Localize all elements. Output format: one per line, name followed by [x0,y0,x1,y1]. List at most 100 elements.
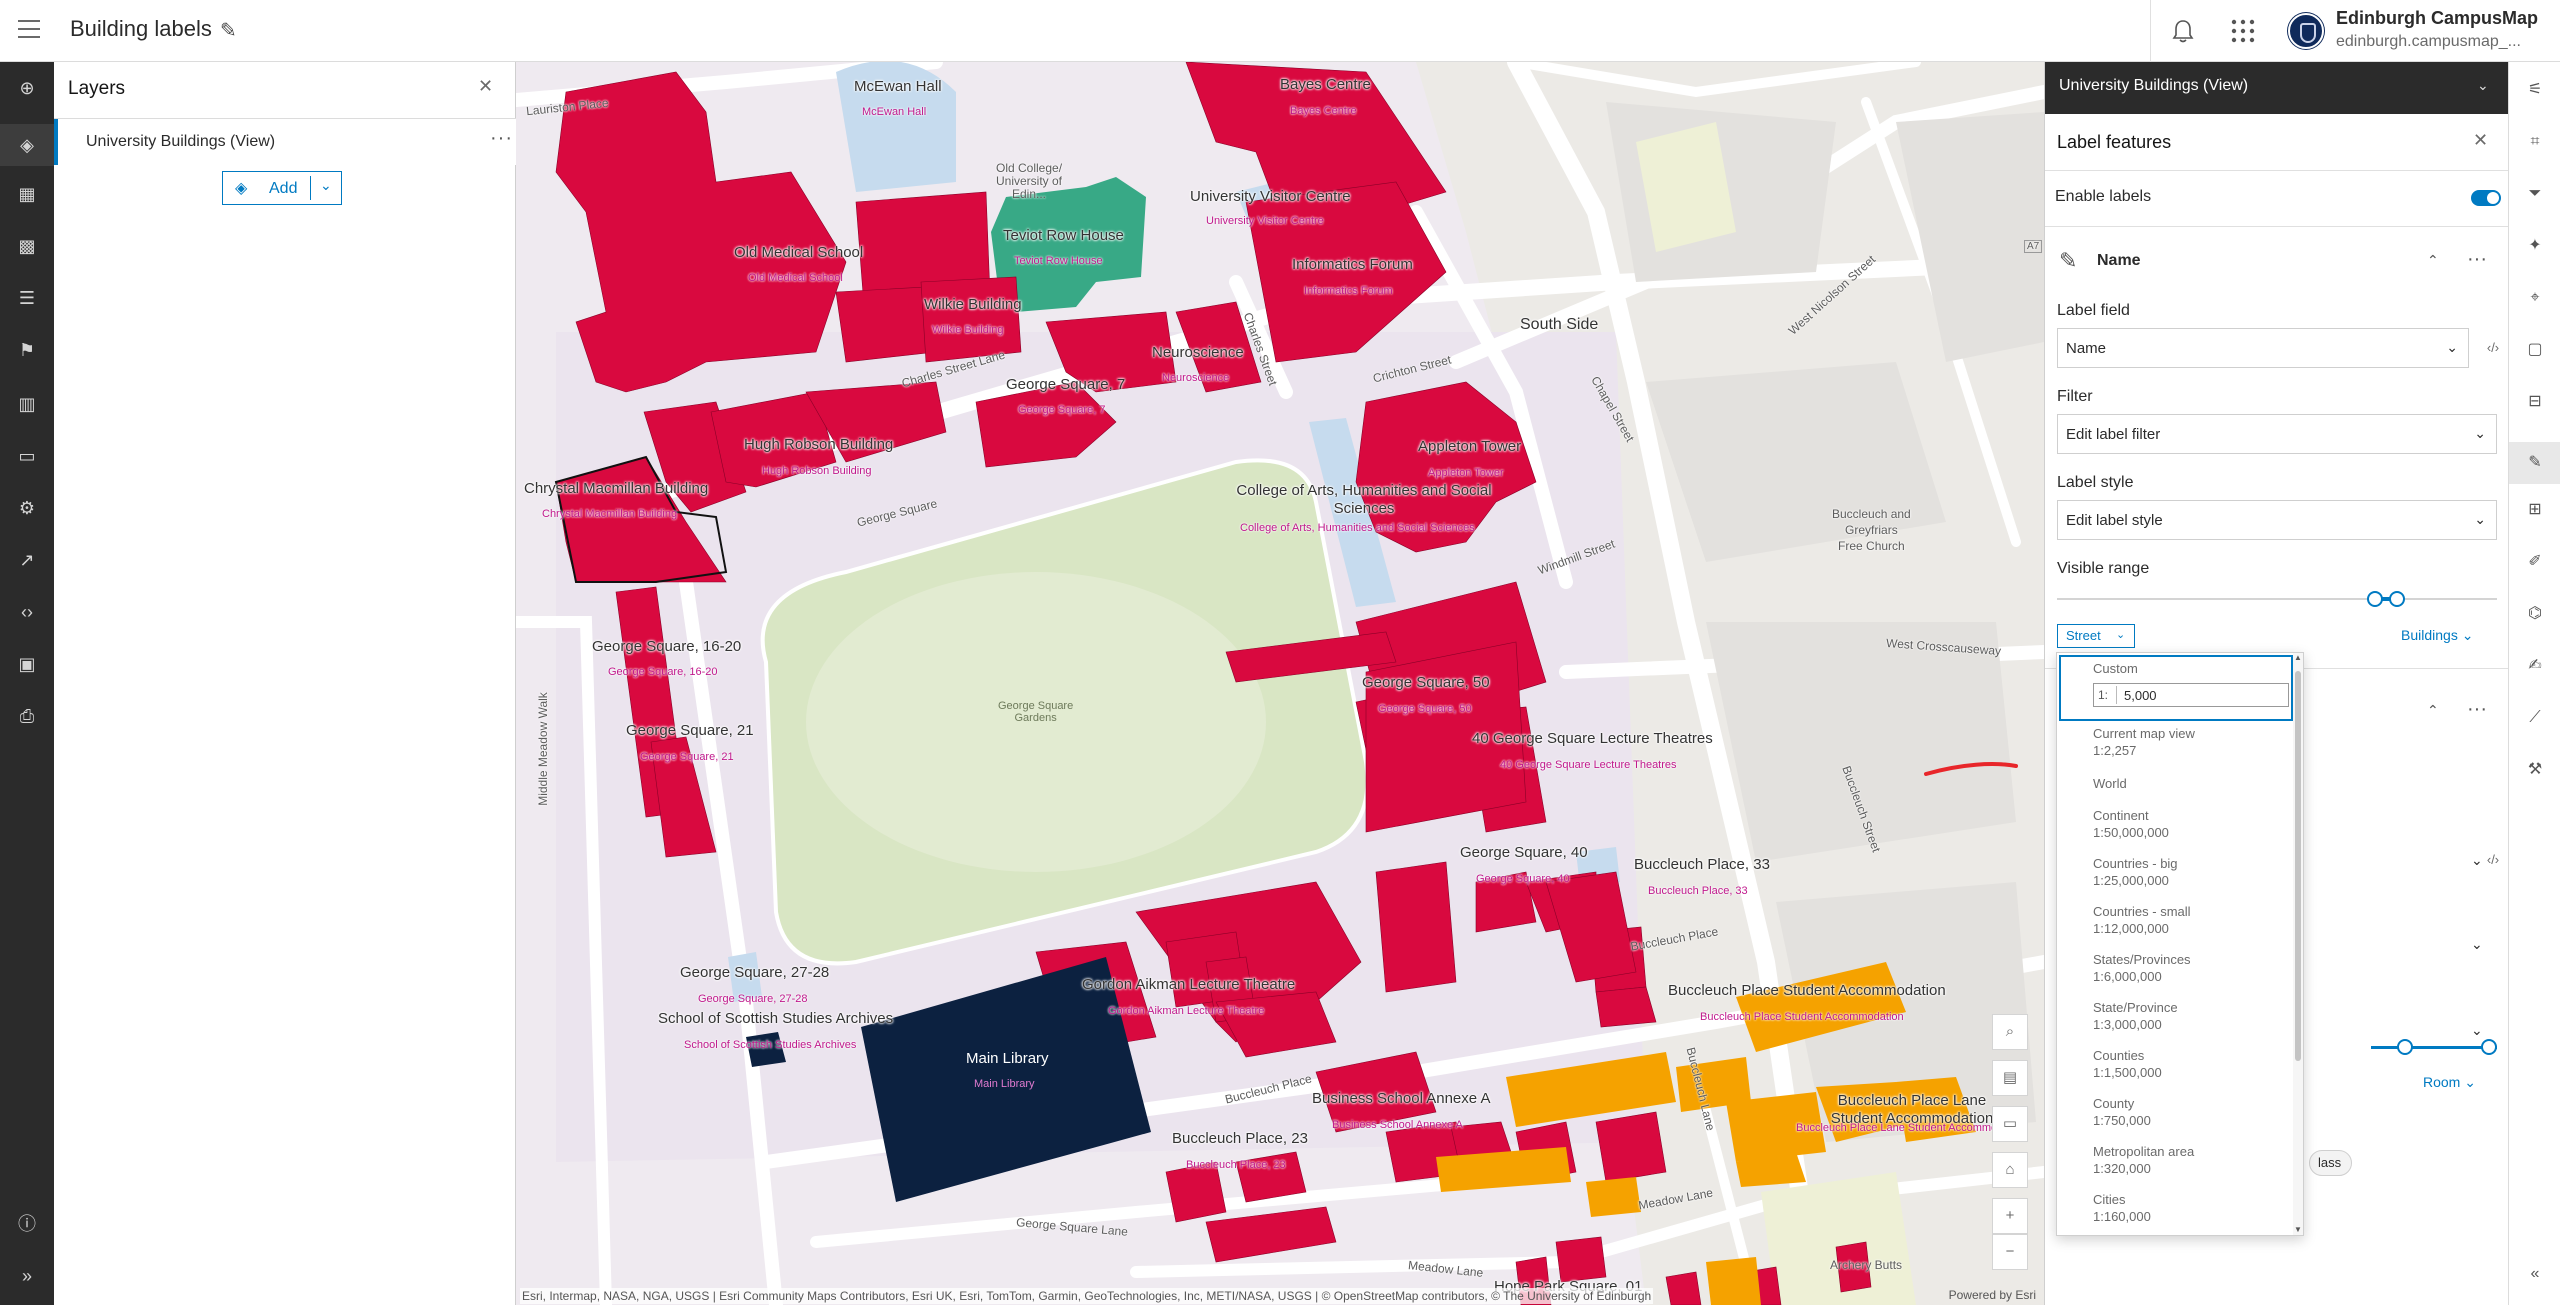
scroll-up-icon[interactable]: ▲ [2294,653,2302,662]
expand-icon[interactable]: » [21,1266,32,1286]
range-min-select[interactable]: Street ⌄ [2057,624,2135,648]
chevron-down-icon[interactable]: ⌄ [2471,1022,2483,1038]
bookmarks-icon[interactable]: ⚑ [18,340,36,360]
chevron-down-icon[interactable]: ⌄ [2471,936,2483,952]
filter-icon[interactable]: ⏷ [2528,185,2542,202]
labels-icon[interactable]: ✎ [2509,442,2560,484]
layer-list-icon[interactable]: ▤ [1992,1060,2028,1096]
edit-icon[interactable]: ✍ [2528,657,2542,674]
add-label-class-chip[interactable]: lass [2309,1150,2353,1176]
add-layer-icon[interactable]: ⊕ [19,78,35,98]
filter-select[interactable]: Edit label filter ⌄ [2057,414,2497,454]
more-options-icon[interactable]: ··· [490,127,513,149]
zoom-out-icon[interactable]: − [1992,1234,2028,1270]
analysis-icon[interactable]: ⌬ [2528,605,2542,622]
chevron-down-icon: ⌄ [2116,629,2126,641]
custom-scale-option[interactable]: Custom 1: 5,000 [2059,655,2293,721]
settings-icon[interactable]: ⚙ [18,498,36,518]
close-icon[interactable]: ✕ [478,76,494,96]
layer-item[interactable]: University Buildings (View) ··· [54,119,516,165]
menu-icon[interactable] [18,20,40,40]
org-name[interactable]: Edinburgh CampusMap [2336,8,2538,28]
range-min-handle-2[interactable] [2397,1039,2413,1055]
panel-layer-header[interactable]: University Buildings (View) ⌄ [2045,62,2509,114]
range-max-handle[interactable] [2389,591,2405,607]
chevron-down-icon[interactable]: ⌄ [2477,77,2489,93]
measure-icon[interactable]: ⟋ [2529,709,2541,726]
app-templates-icon[interactable]: ▣ [18,654,36,674]
range-max-select[interactable]: Buildings ⌄ [2401,627,2474,643]
map-label: George Square, 21 [626,722,754,739]
app-launcher-icon[interactable] [2230,18,2256,44]
label-style-select[interactable]: Edit label style ⌄ [2057,500,2497,540]
screen-icon[interactable]: ▭ [1992,1106,2028,1142]
popups-icon[interactable]: ▢ [2527,341,2543,358]
add-layer-button[interactable]: ◈ Add ⌄ [222,171,342,205]
charts-icon[interactable]: ▥ [18,394,36,414]
notifications-icon[interactable] [2168,16,2198,46]
org-url[interactable]: edinburgh.campusmap_... [2336,33,2521,50]
avatar[interactable] [2288,13,2324,49]
map-view[interactable]: McEwan Hall McEwan Hall Bayes Centre Bay… [516,62,2044,1305]
zoom-in-icon[interactable]: + [1992,1198,2028,1234]
range-min-handle[interactable] [2367,591,2383,607]
layers-panel: Layers ✕ University Buildings (View) ···… [54,62,516,1305]
sketch-icon[interactable]: ▭ [18,446,36,466]
label-field-value: Name [2066,340,2107,357]
properties-icon[interactable]: ⚟ [2527,81,2543,98]
label-field-select[interactable]: Name ⌄ [2057,328,2469,368]
scroll-down-icon[interactable]: ▼ [2294,1225,2302,1234]
range-max-handle-2[interactable] [2481,1039,2497,1055]
chevron-down-icon[interactable]: ⌄ [320,177,332,193]
close-icon[interactable]: ✕ [2473,130,2489,150]
tables-icon[interactable]: ▦ [18,184,36,204]
map-canvas[interactable] [516,62,2044,1305]
expression-icon[interactable]: ‹/› [2486,340,2500,355]
layers-icon[interactable]: ◈ [0,124,54,166]
scale-option[interactable]: World [2093,775,2127,792]
more-options-icon[interactable]: ··· [2467,248,2487,270]
home-icon[interactable]: ⌂ [1992,1152,2028,1188]
styles-icon[interactable]: ⌗ [2530,133,2540,150]
forms-icon[interactable]: ⊞ [2528,501,2542,518]
scale-option-name: Metropolitan area [2093,1144,2195,1159]
collapse-icon[interactable]: « [2530,1265,2540,1282]
chevron-up-icon[interactable]: ⌃ [2427,252,2439,268]
legend-icon[interactable]: ☰ [18,288,36,308]
edit-title-icon[interactable]: ✎ [220,20,237,42]
custom-scale-input[interactable]: 1: 5,000 [2093,683,2289,707]
enable-labels-toggle[interactable] [2471,190,2501,206]
tools-icon[interactable]: ⚒ [2527,761,2543,778]
chevron-down-icon[interactable]: ⌄ [2471,852,2483,868]
scale-option-name: Cities [2093,1192,2126,1207]
visible-range-track[interactable] [2057,598,2497,600]
info-icon[interactable]: ⓘ [18,1214,36,1234]
sketch-tool-icon[interactable]: ✐ [2528,553,2542,570]
embed-icon[interactable]: ‹› [21,602,33,622]
chevron-up-icon[interactable]: ⌃ [2427,702,2439,718]
share-icon[interactable]: ↗ [19,550,35,570]
visible-range-track-2[interactable] [2371,1046,2497,1049]
print-icon[interactable]: ⎙ [19,706,35,726]
range2-max-value: Room [2423,1074,2461,1090]
range2-max-select[interactable]: Room ⌄ [2423,1074,2476,1090]
fields-icon[interactable]: ⊟ [2528,393,2542,410]
search-icon[interactable]: ⌕ [1992,1014,2028,1050]
basemap-icon[interactable]: ▩ [18,236,36,256]
expression-icon[interactable]: ‹/› [2486,852,2500,867]
scrollbar-thumb[interactable] [2295,671,2301,1061]
aggregation-icon[interactable]: ⌖ [2530,289,2540,306]
more-options-icon[interactable]: ··· [2467,698,2487,720]
effects-icon[interactable]: ✦ [2528,237,2542,254]
powered-by[interactable]: Powered by Esri [1948,1288,2036,1302]
